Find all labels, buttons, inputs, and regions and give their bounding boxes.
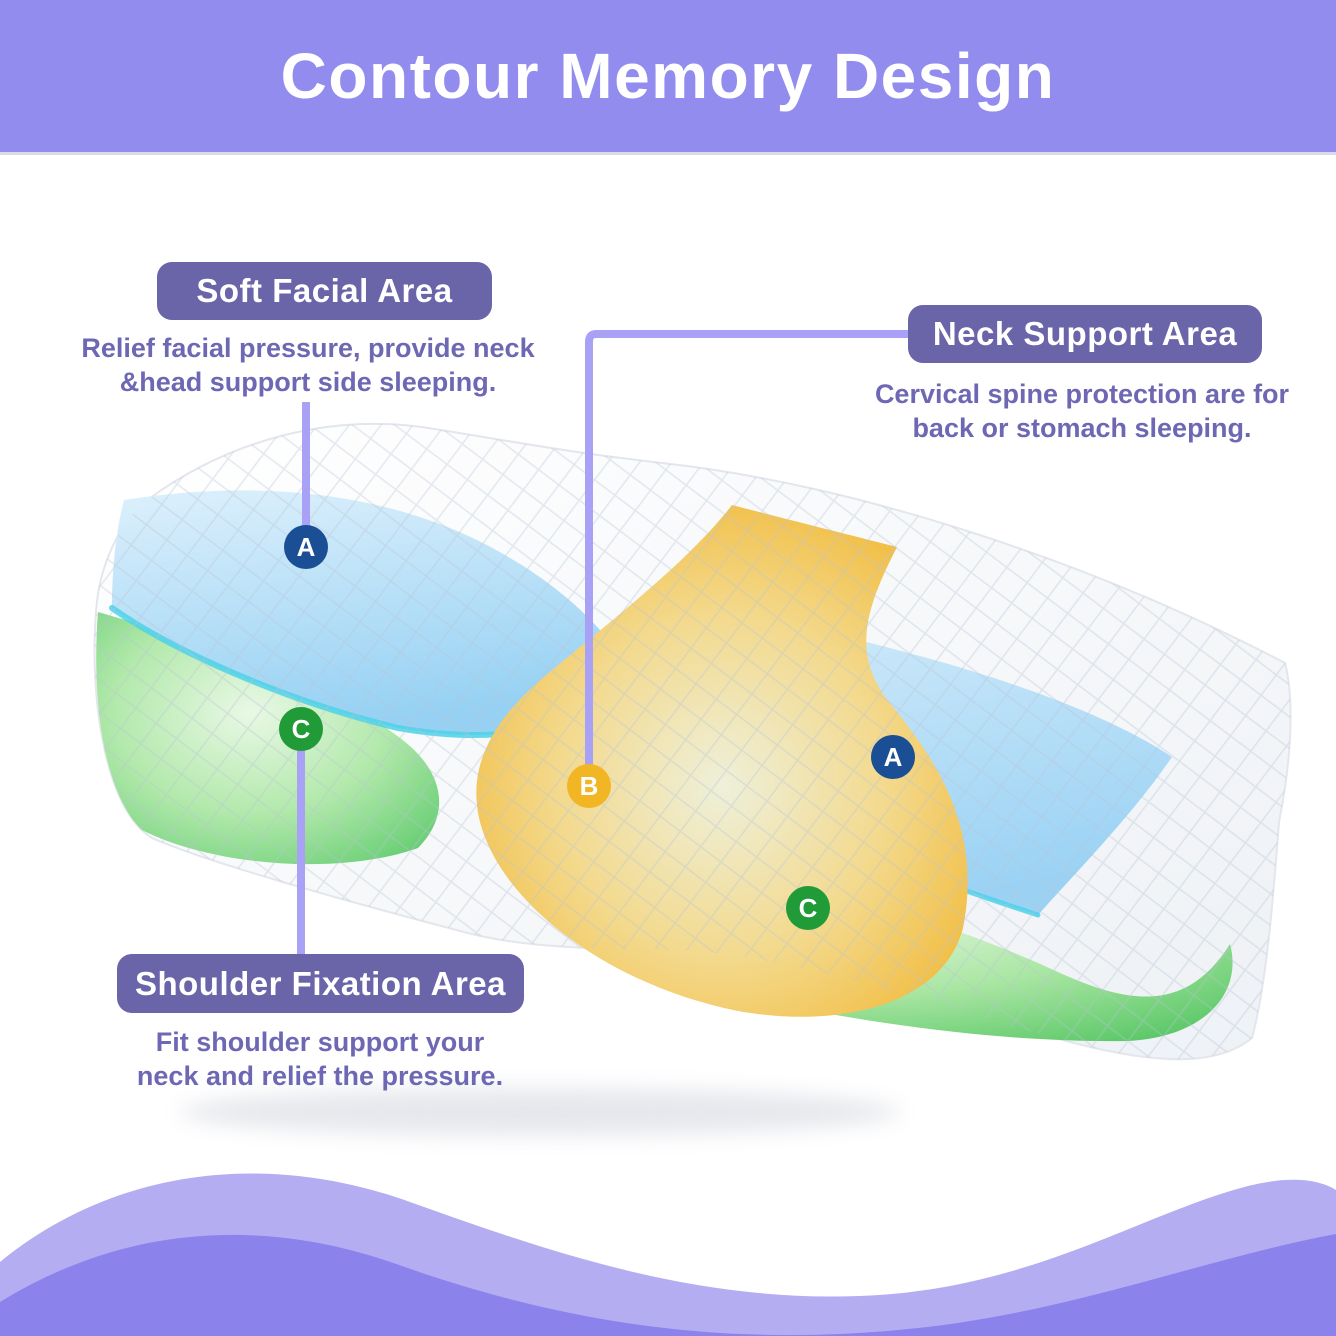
neck-support-description-line1: Cervical spine protection are for bbox=[874, 379, 1290, 409]
neck-support-area-label-text: Neck Support Area bbox=[932, 315, 1238, 352]
marker-b-center: B bbox=[567, 764, 611, 808]
marker-c-left: C bbox=[279, 707, 323, 751]
soft-facial-area-label-text: Soft Facial Area bbox=[196, 272, 453, 309]
shoulder-fixation-description-line1: Fit shoulder support your bbox=[155, 1027, 485, 1057]
marker-c-right: C bbox=[786, 886, 830, 930]
pillow-shadow bbox=[180, 1088, 900, 1136]
soft-facial-description-line2: &head support side sleeping. bbox=[119, 367, 497, 397]
neck-support-area-description: Cervical spine protection are for back o… bbox=[832, 377, 1332, 445]
wave-footer bbox=[0, 1173, 1336, 1336]
shoulder-fixation-area-label-text: Shoulder Fixation Area bbox=[134, 964, 506, 1002]
quilt-texture bbox=[94, 423, 1291, 1060]
neck-connector bbox=[585, 330, 908, 786]
connector-lines bbox=[297, 330, 908, 958]
wave-dark bbox=[0, 1234, 1336, 1336]
soft-facial-description-line1: Relief facial pressure, provide neck bbox=[81, 333, 535, 363]
soft-facial-area-description: Relief facial pressure, provide neck &he… bbox=[58, 331, 558, 399]
neck-support-description-line2: back or stomach sleeping. bbox=[912, 413, 1252, 443]
neck-support-area-label: Neck Support Area bbox=[908, 305, 1262, 363]
soft-facial-area-label: Soft Facial Area bbox=[157, 262, 492, 320]
page-title: Contour Memory Design bbox=[280, 40, 1056, 112]
shoulder-fixation-area-label: Shoulder Fixation Area bbox=[117, 954, 524, 1013]
marker-a-left: A bbox=[284, 525, 328, 569]
shoulder-fixation-area-description: Fit shoulder support your neck and relie… bbox=[70, 1025, 570, 1093]
header-banner: Contour Memory Design bbox=[0, 0, 1336, 152]
shoulder-fixation-description-line2: neck and relief the pressure. bbox=[136, 1061, 504, 1091]
marker-a-right: A bbox=[871, 735, 915, 779]
